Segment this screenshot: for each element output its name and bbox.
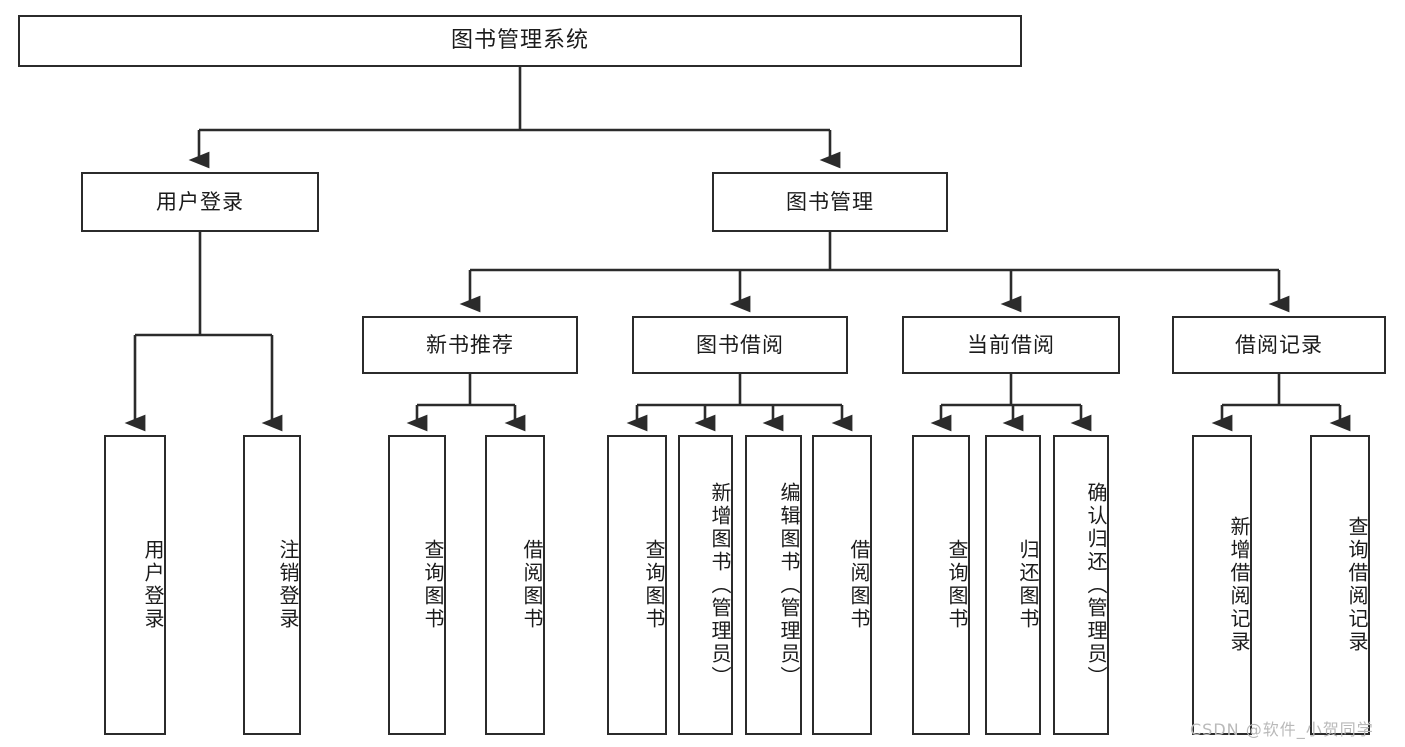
leaf-query-book-borrow-label: 查询图书 — [642, 539, 666, 631]
leaf-edit-book-admin-label: 编辑图书（管理员） — [777, 481, 801, 689]
leaf-add-book-admin[interactable]: 新增图书（管理员） — [678, 435, 733, 735]
node-book-borrow[interactable]: 图书借阅 — [632, 316, 848, 374]
node-book-management[interactable]: 图书管理 — [712, 172, 948, 232]
node-new-book-recommend-label: 新书推荐 — [426, 332, 514, 357]
leaf-logout[interactable]: 注销登录 — [243, 435, 301, 735]
leaf-logout-label: 注销登录 — [276, 539, 300, 631]
node-book-management-label: 图书管理 — [786, 189, 874, 214]
leaf-user-login[interactable]: 用户登录 — [104, 435, 166, 735]
leaf-return-book[interactable]: 归还图书 — [985, 435, 1041, 735]
node-root[interactable]: 图书管理系统 — [18, 15, 1022, 67]
leaf-confirm-return-admin-label: 确认归还（管理员） — [1084, 481, 1108, 689]
node-user-login-label: 用户登录 — [156, 189, 244, 214]
leaf-borrow-book-borrow-label: 借阅图书 — [847, 539, 871, 631]
node-borrow-record[interactable]: 借阅记录 — [1172, 316, 1386, 374]
leaf-borrow-book-newbook[interactable]: 借阅图书 — [485, 435, 545, 735]
leaf-add-book-admin-label: 新增图书（管理员） — [708, 481, 732, 689]
leaf-add-borrow-record-label: 新增借阅记录 — [1227, 516, 1251, 654]
leaf-query-borrow-record[interactable]: 查询借阅记录 — [1310, 435, 1370, 735]
leaf-query-book-current[interactable]: 查询图书 — [912, 435, 970, 735]
leaf-borrow-book-borrow[interactable]: 借阅图书 — [812, 435, 872, 735]
leaf-return-book-label: 归还图书 — [1016, 539, 1040, 631]
node-borrow-record-label: 借阅记录 — [1235, 332, 1323, 357]
leaf-query-book-borrow[interactable]: 查询图书 — [607, 435, 667, 735]
node-current-borrow[interactable]: 当前借阅 — [902, 316, 1120, 374]
leaf-user-login-label: 用户登录 — [141, 539, 165, 631]
node-root-label: 图书管理系统 — [450, 28, 589, 54]
leaf-add-borrow-record[interactable]: 新增借阅记录 — [1192, 435, 1252, 735]
leaf-confirm-return-admin[interactable]: 确认归还（管理员） — [1053, 435, 1109, 735]
leaf-edit-book-admin[interactable]: 编辑图书（管理员） — [745, 435, 802, 735]
node-current-borrow-label: 当前借阅 — [967, 332, 1055, 357]
leaf-borrow-book-newbook-label: 借阅图书 — [520, 539, 544, 631]
node-book-borrow-label: 图书借阅 — [696, 332, 784, 357]
leaf-query-book-newbook-label: 查询图书 — [421, 539, 445, 631]
leaf-query-book-current-label: 查询图书 — [945, 539, 969, 631]
leaf-query-book-newbook[interactable]: 查询图书 — [388, 435, 446, 735]
node-new-book-recommend[interactable]: 新书推荐 — [362, 316, 578, 374]
leaf-query-borrow-record-label: 查询借阅记录 — [1345, 516, 1369, 654]
node-user-login[interactable]: 用户登录 — [81, 172, 319, 232]
